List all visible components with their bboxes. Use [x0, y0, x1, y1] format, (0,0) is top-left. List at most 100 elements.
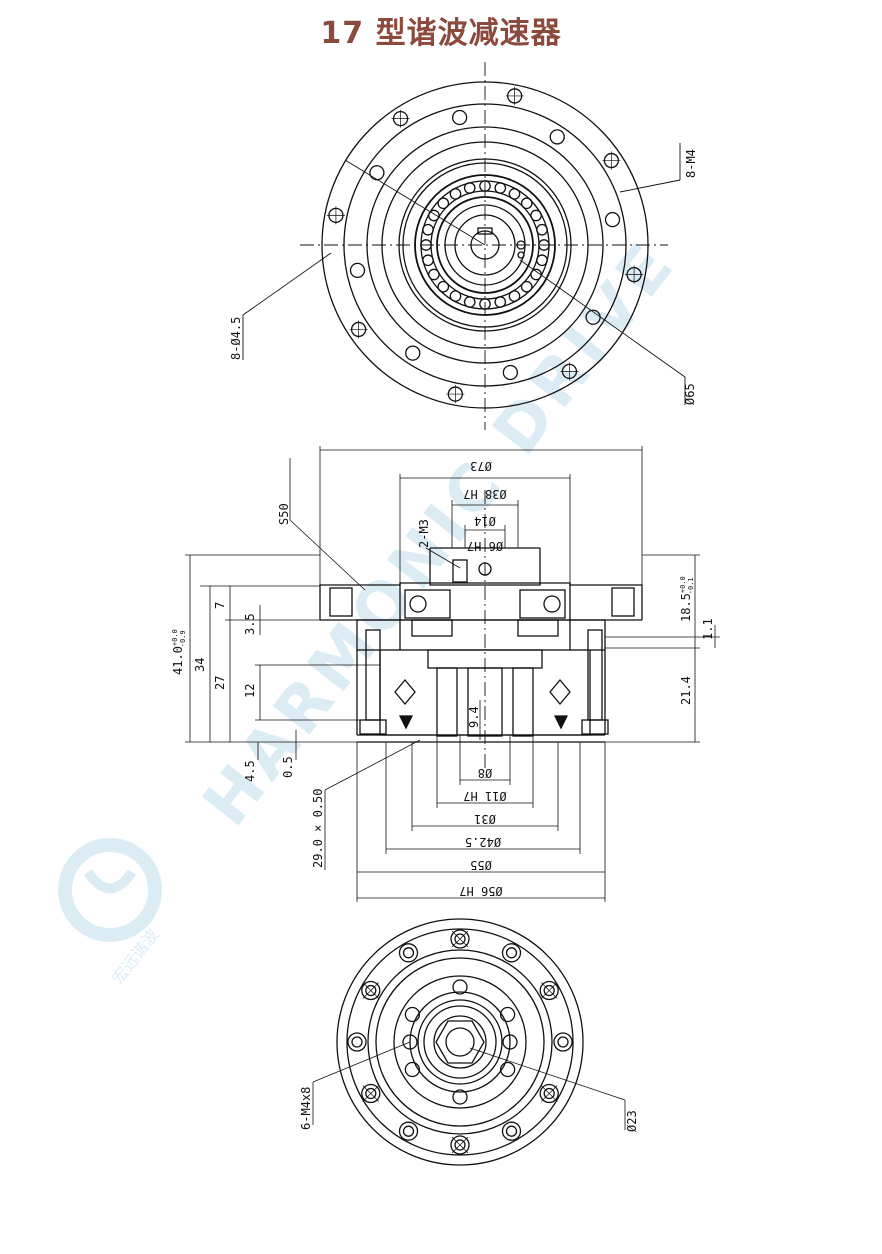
dim-h94: 9.4	[467, 706, 481, 728]
bearing-ball	[422, 223, 434, 236]
bolt-hole	[502, 364, 519, 381]
bearing-ball	[508, 290, 521, 302]
bottom-inner-holes	[402, 979, 518, 1105]
outer-bolt-hole	[361, 980, 381, 1001]
top-view	[242, 62, 686, 430]
outer-bolt-hole	[450, 1135, 470, 1155]
inner-bolt-hole	[452, 1089, 468, 1105]
top-hole-label: 8-Ø4.5	[229, 317, 243, 360]
bottom-diameter-label: Ø23	[625, 1110, 639, 1132]
dim-m3: 2-M3	[417, 519, 431, 548]
dim-h185: 18.5+0.0-0.1	[679, 576, 695, 622]
bottom-view	[312, 918, 626, 1166]
bearing-ball	[530, 268, 542, 281]
inner-bolt-hole	[402, 1034, 418, 1050]
dim-h214: 21.4	[679, 676, 693, 705]
inner-bolt-hole	[499, 1006, 516, 1023]
top-bolt-holes	[326, 86, 644, 404]
dim-h05: 0.5	[281, 756, 295, 778]
outer-bolt-bore	[402, 947, 415, 959]
outer-bolt-hole	[347, 1032, 367, 1052]
bearing-ball	[428, 268, 440, 281]
bottom-thread-label: 6-M4x8	[299, 1087, 313, 1130]
bearing-ball	[494, 296, 507, 308]
hole-cross	[451, 1136, 469, 1154]
outer-bolt-hole	[398, 943, 419, 963]
outer-bolt-bore	[557, 1036, 569, 1048]
outer-bolt-hole	[501, 943, 522, 963]
outer-bolt-bore	[505, 1125, 518, 1137]
dim-chamfer: 29.0 × 0.50	[311, 789, 325, 868]
bearing-ball	[479, 298, 491, 310]
dim-d55: Ø55	[470, 858, 492, 872]
bearing-ball	[449, 290, 462, 302]
bolt-hole	[451, 109, 468, 126]
hole-cross	[540, 1085, 558, 1102]
bearing-balls	[420, 180, 550, 310]
dim-d425: Ø42.5	[465, 835, 501, 849]
dim-h12: 12	[243, 684, 257, 698]
bearing-ball	[520, 280, 533, 293]
bearing-ball	[422, 254, 434, 267]
inner-bolt-hole	[404, 1006, 421, 1023]
outer-bolt-hole	[539, 980, 559, 1001]
dim-h34: 34	[193, 658, 207, 672]
dim-d31: Ø31	[474, 812, 496, 826]
bearing-ball	[463, 296, 476, 308]
bearing-ball	[536, 223, 548, 236]
bearing-ball	[437, 280, 450, 293]
dim-h41: 41.0+0.0-0.9	[171, 629, 187, 675]
top-diameter-label: Ø65	[683, 383, 697, 405]
bolt-hole	[604, 211, 621, 228]
dim-d73: Ø73	[470, 459, 492, 473]
inner-bolt-hole	[502, 1034, 518, 1050]
outer-bolt-bore	[454, 933, 466, 945]
bottom-outer-holes	[347, 929, 573, 1155]
bearing-ball	[463, 182, 476, 194]
inner-bolt-hole	[452, 979, 468, 995]
outer-bolt-bore	[365, 984, 377, 997]
dim-d14: Ø14	[474, 514, 496, 528]
inner-bolt-hole	[404, 1061, 421, 1078]
dim-d11: Ø11 H7	[463, 789, 506, 803]
bolt-hole	[349, 262, 366, 279]
bearing-ball	[538, 239, 550, 251]
outer-bolt-hole	[361, 1083, 381, 1104]
bearing-ball	[494, 182, 507, 194]
dim-h7: 7	[213, 602, 227, 609]
section-view	[185, 446, 720, 902]
dim-d38: Ø38 H7	[463, 487, 506, 501]
outer-bolt-bore	[454, 1139, 466, 1151]
outer-bolt-bore	[402, 1125, 415, 1137]
bearing-ball	[508, 188, 521, 200]
dim-h35: 3.5	[243, 613, 257, 635]
bearing-ball	[530, 209, 542, 222]
bearing-ball	[428, 209, 440, 222]
bearing-ball	[479, 180, 491, 192]
bolt-hole	[405, 345, 421, 361]
hole-cross	[362, 982, 380, 999]
bolt-hole	[549, 129, 565, 145]
dim-h45: 4.5	[243, 760, 257, 782]
watermark: HARMONIC DRIVE 宏远谐波	[58, 226, 691, 987]
outer-bolt-hole	[398, 1121, 419, 1141]
dim-d8: Ø8	[478, 766, 492, 780]
outer-bolt-hole	[539, 1083, 559, 1104]
outer-bolt-bore	[505, 947, 518, 959]
dim-s50: S50	[277, 503, 291, 525]
top-thread-label: 8-M4	[684, 149, 698, 178]
outer-bolt-bore	[543, 1087, 555, 1100]
inner-bolt-hole	[499, 1061, 516, 1078]
dim-d56: Ø56 H7	[459, 884, 502, 898]
outer-bolt-bore	[351, 1036, 363, 1048]
dim-h11: 1.1	[701, 618, 715, 640]
dim-h27: 27	[213, 676, 227, 690]
outer-bolt-hole	[501, 1121, 522, 1141]
bearing-ball	[420, 239, 432, 251]
watermark-logo	[58, 838, 162, 942]
outer-bolt-bore	[543, 984, 555, 997]
page-title: 17 型谐波减速器	[320, 16, 562, 51]
bolt-hole	[369, 165, 385, 181]
hole-cross	[451, 930, 469, 948]
